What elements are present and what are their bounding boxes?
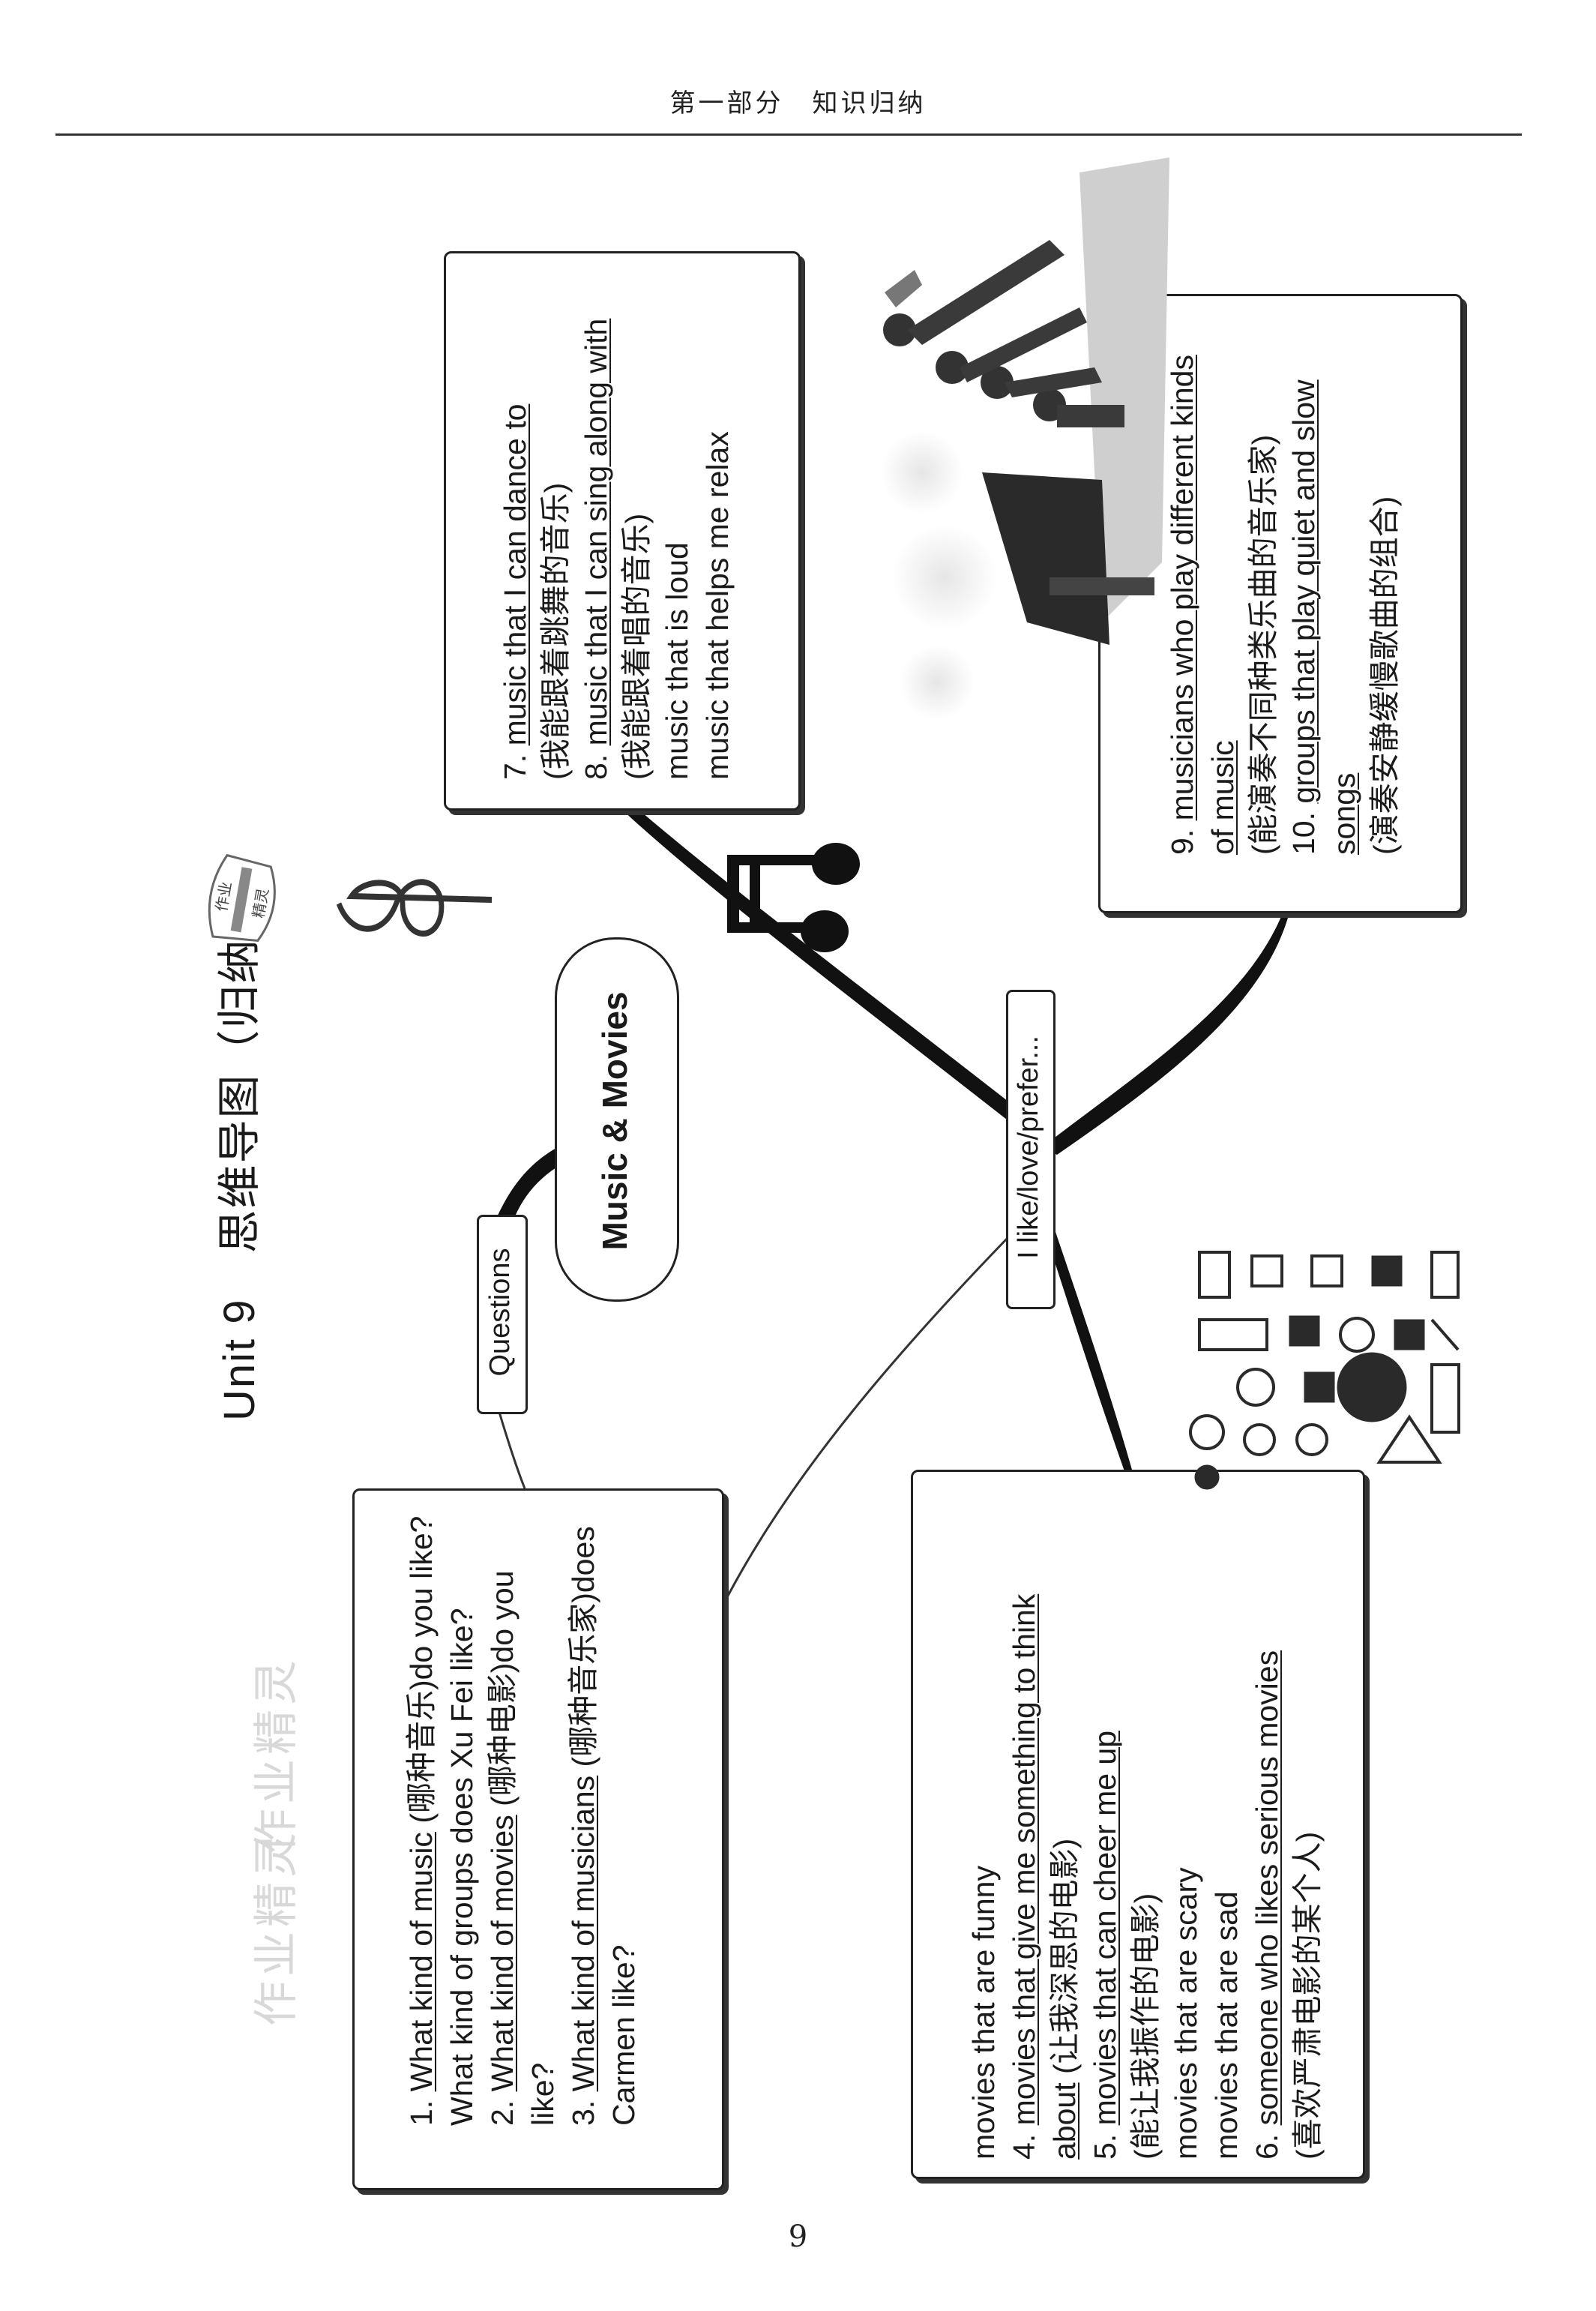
musicians-box-line: 10. groups that play quiet and slow <box>1286 379 1321 855</box>
movies-box <box>911 1470 1365 2179</box>
questions-box <box>352 1488 724 2190</box>
movies-box-line: movies that are sad <box>1209 1891 1244 2160</box>
page-number: 9 <box>788 2220 808 2254</box>
movies-box-line: 6. someone who likes serious movies <box>1250 1650 1284 2160</box>
questions-box-line: 2. What kind of movies (哪种电影)do you <box>485 1570 520 2126</box>
movies-box-line: 4. movies that give me something to thin… <box>1007 1593 1041 2160</box>
treble-clef-icon <box>322 829 570 979</box>
music-box-line: 8. music that I can sing along with <box>579 318 613 780</box>
center-node <box>555 937 679 1302</box>
page-header: 第一部分 知识归纳 <box>669 88 927 118</box>
music-box <box>444 251 801 811</box>
preference-label: I like/love/prefer... <box>1013 1036 1044 1259</box>
movie-icons <box>1184 1237 1469 1492</box>
preference-node <box>1006 990 1056 1309</box>
musicians-box-line: (演奏安静缓慢歌曲的组合) <box>1367 496 1402 855</box>
stamp-logo: 作业 精灵 <box>186 847 298 952</box>
musicians-box-line: (能演奏不同种类乐曲的音乐家) <box>1246 434 1280 855</box>
musicians-box-line: of music <box>1205 740 1240 855</box>
questions-box-line: 3. What kind of musicians (哪种音乐家)does <box>566 1526 600 2126</box>
movies-box-line: (喜欢严肃电影的某个人) <box>1290 1831 1325 2160</box>
questions-label: Questions <box>484 1248 516 1377</box>
watermark-2: 作业精灵 <box>250 1828 303 2026</box>
movies-box-line: about (让我深思的电影) <box>1047 1838 1082 2160</box>
music-box-line: music that is loud <box>660 542 694 780</box>
header-divider <box>55 133 1522 136</box>
music-box-line: 7. music that I can dance to <box>498 403 532 780</box>
music-box-line: music that helps me relax <box>700 431 735 780</box>
questions-text: 1. What kind of music (哪种音乐)do you like?… <box>401 1451 648 2126</box>
musicians-box-line: songs <box>1327 772 1361 855</box>
movies-box-line: movies that are funny <box>966 1866 1001 2160</box>
music-note-icon <box>720 810 870 967</box>
music-box-line: (我能跟着唱的音乐) <box>619 513 654 780</box>
music-box-line: (我能跟着跳舞的音乐) <box>538 482 573 780</box>
questions-box-line: 1. What kind of music (哪种音乐)do you like? <box>404 1515 439 2126</box>
center-node-label: Music & Movies <box>595 991 634 1251</box>
movies-box-line: (能让我振作的电影) <box>1128 1893 1163 2160</box>
movies-box-line: movies that are scary <box>1169 1867 1203 2160</box>
questions-node <box>477 1215 528 1414</box>
movies-box-line: 5. movies that can cheer me up <box>1088 1730 1122 2160</box>
unit-title: Unit 9 思维导图（归纳） <box>215 893 264 1421</box>
questions-box-line: What kind of groups does Xu Fei like? <box>445 1608 479 2126</box>
questions-box-line: Carmen like? <box>606 1944 641 2126</box>
questions-box-line: like? <box>526 2062 560 2126</box>
band-illustration <box>855 157 1169 727</box>
music-text: 7. music that I can dance to(我能跟着跳舞的音乐)8… <box>495 255 750 780</box>
